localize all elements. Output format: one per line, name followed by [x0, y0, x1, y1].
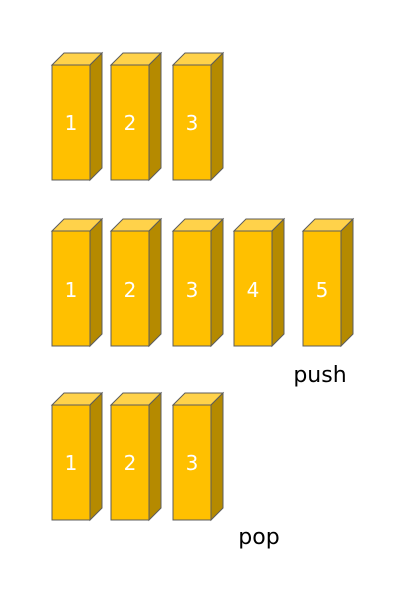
box-front-face [110, 230, 150, 347]
stack-box: 1 [50, 51, 104, 182]
box-front-face [233, 230, 273, 347]
box-label: 4 [247, 278, 260, 302]
box-front-face [110, 64, 150, 181]
box-front-face [172, 404, 212, 521]
row-initial-stack: 1 2 3 [50, 51, 225, 182]
pop-label: pop [238, 525, 279, 550]
box-label: 2 [124, 278, 137, 302]
box-side-face [271, 217, 285, 348]
box-side-face [148, 391, 162, 522]
stack-box: 1 [50, 391, 104, 522]
stack-box: 4 [232, 217, 286, 348]
box-side-face [210, 51, 224, 182]
box-front-face [51, 404, 91, 521]
box-side-face [210, 391, 224, 522]
stack-box: 2 [109, 51, 163, 182]
box-front-face [51, 230, 91, 347]
box-front-face [110, 404, 150, 521]
row-push-stack: 1 2 3 4 5 push [50, 217, 355, 388]
box-side-face [89, 391, 103, 522]
box-label: 1 [65, 111, 78, 135]
box-side-face [148, 51, 162, 182]
box-label: 1 [65, 278, 78, 302]
stack-box: 2 [109, 391, 163, 522]
box-front-face [302, 230, 342, 347]
box-side-face [340, 217, 354, 348]
box-label: 2 [124, 451, 137, 475]
box-front-face [172, 230, 212, 347]
stack-box: 1 [50, 217, 104, 348]
box-label: 3 [186, 111, 199, 135]
box-side-face [89, 51, 103, 182]
box-side-face [148, 217, 162, 348]
box-label: 3 [186, 451, 199, 475]
box-front-face [172, 64, 212, 181]
stack-box: 3 [171, 391, 225, 522]
box-label: 1 [65, 451, 78, 475]
box-label: 3 [186, 278, 199, 302]
box-label: 5 [316, 278, 329, 302]
stack-box: 3 [171, 217, 225, 348]
stack-box: 5 [301, 217, 355, 348]
push-label: push [293, 363, 346, 388]
row-pop-stack: 1 2 3 pop [50, 391, 280, 550]
box-side-face [210, 217, 224, 348]
stack-box: 3 [171, 51, 225, 182]
box-label: 2 [124, 111, 137, 135]
box-front-face [51, 64, 91, 181]
box-side-face [89, 217, 103, 348]
stack-box: 2 [109, 217, 163, 348]
